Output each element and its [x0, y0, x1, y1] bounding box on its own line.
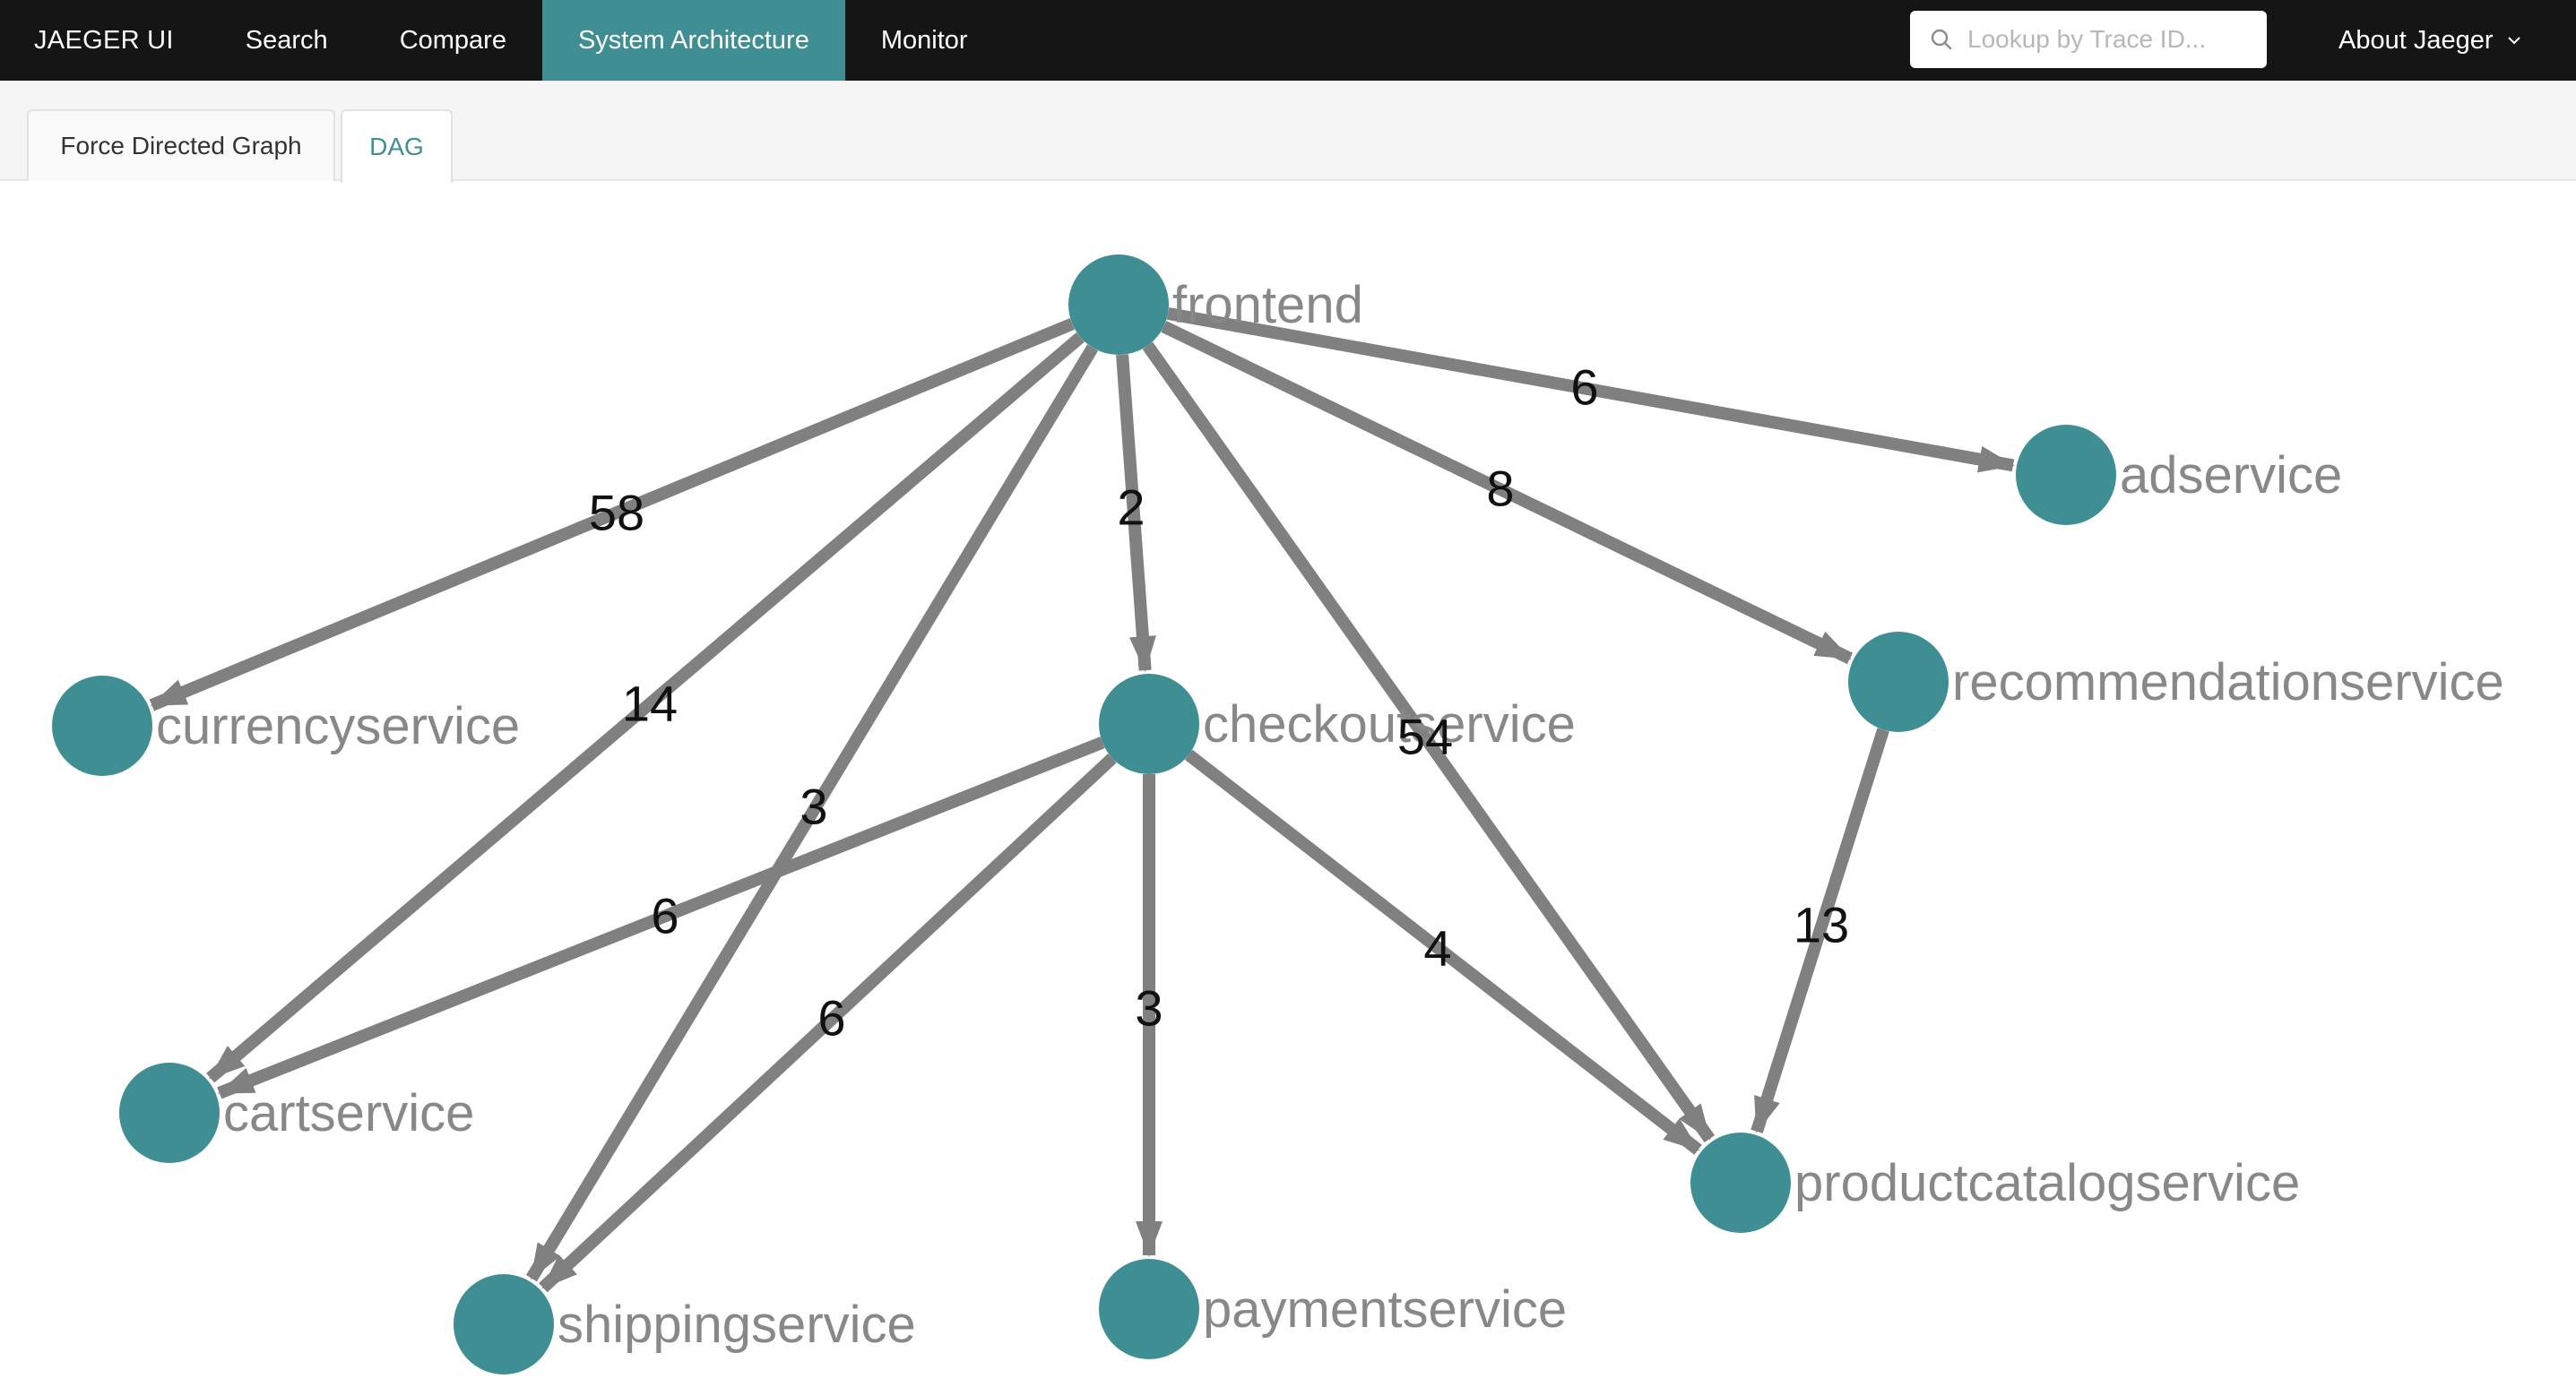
- edge-label-frontend-to-currencyservice: 58: [589, 485, 644, 541]
- node-currencyservice[interactable]: [52, 676, 152, 776]
- node-label-recommendationservice: recommendationservice: [1952, 653, 2504, 711]
- node-paymentservice[interactable]: [1099, 1259, 1199, 1359]
- nav-monitor-link[interactable]: Monitor: [880, 25, 968, 55]
- edge-recommendationservice-to-productcatalogservice[interactable]: [1750, 728, 1889, 1133]
- edge-label-frontend-to-checkoutservice: 2: [1117, 479, 1145, 536]
- node-label-checkoutservice: checkoutservice: [1203, 695, 1576, 754]
- trace-id-lookup[interactable]: [1910, 11, 2267, 68]
- edge-frontend-to-recommendationservice[interactable]: [1161, 321, 1854, 665]
- node-label-currencyservice: currencyservice: [156, 697, 520, 755]
- edge-label-frontend-to-cartservice: 14: [622, 676, 678, 732]
- edge-frontend-to-productcatalogservice[interactable]: [1142, 341, 1716, 1143]
- node-label-adservice: adservice: [2120, 446, 2342, 504]
- node-productcatalogservice[interactable]: [1690, 1133, 1791, 1233]
- edge-label-recommendationservice-to-productcatalogservice: 13: [1794, 897, 1849, 953]
- about-jaeger-label: About Jaeger: [2338, 25, 2494, 55]
- node-label-productcatalogservice: productcatalogservice: [1794, 1154, 2300, 1212]
- edge-label-checkoutservice-to-paymentservice: 3: [1135, 980, 1163, 1037]
- edge-label-frontend-to-productcatalogservice: 54: [1397, 709, 1453, 765]
- node-cartservice[interactable]: [119, 1063, 220, 1163]
- nav-search-link[interactable]: Search: [245, 25, 328, 55]
- node-adservice[interactable]: [2016, 425, 2116, 525]
- edge-label-checkoutservice-to-shippingservice: 6: [817, 990, 845, 1047]
- edge-label-frontend-to-adservice: 6: [1570, 359, 1598, 416]
- search-icon: [1931, 29, 1952, 50]
- node-frontend[interactable]: [1068, 254, 1169, 355]
- node-checkoutservice[interactable]: [1099, 674, 1199, 774]
- edge-checkoutservice-to-shippingservice[interactable]: [539, 754, 1117, 1293]
- node-label-frontend: frontend: [1172, 276, 1363, 334]
- trace-id-input[interactable]: [1966, 24, 2256, 55]
- edge-frontend-to-cartservice[interactable]: [206, 332, 1085, 1083]
- node-label-paymentservice: paymentservice: [1203, 1280, 1567, 1339]
- node-label-cartservice: cartservice: [223, 1084, 474, 1142]
- node-recommendationservice[interactable]: [1848, 632, 1949, 732]
- about-jaeger-menu[interactable]: About Jaeger: [2338, 0, 2522, 81]
- graph-view-tabs: Force Directed Graph DAG: [0, 81, 2576, 183]
- nav-system-architecture-link[interactable]: System Architecture: [541, 0, 845, 81]
- node-label-shippingservice: shippingservice: [558, 1296, 916, 1354]
- edge-frontend-to-adservice[interactable]: [1166, 307, 2015, 473]
- jaeger-ui-brand-link[interactable]: JAEGER UI: [34, 25, 174, 55]
- nav-compare-link[interactable]: Compare: [399, 25, 506, 55]
- edge-checkoutservice-to-productcatalogservice[interactable]: [1184, 749, 1702, 1155]
- edge-label-frontend-to-shippingservice: 3: [800, 779, 827, 835]
- node-shippingservice[interactable]: [454, 1274, 554, 1374]
- tab-dag[interactable]: DAG: [341, 109, 453, 183]
- edge-checkoutservice-to-cartservice[interactable]: [217, 737, 1105, 1099]
- chevron-down-icon: [2507, 37, 2520, 45]
- edge-frontend-to-shippingservice[interactable]: [525, 344, 1099, 1282]
- edge-label-checkoutservice-to-productcatalogservice: 4: [1423, 920, 1451, 977]
- edge-label-checkoutservice-to-cartservice: 6: [651, 888, 679, 944]
- edge-frontend-to-currencyservice[interactable]: [149, 317, 1075, 711]
- edge-frontend-to-checkoutservice[interactable]: [1116, 354, 1156, 673]
- edge-label-frontend-to-recommendationservice: 8: [1486, 461, 1514, 517]
- tab-force-directed-graph[interactable]: Force Directed Graph: [27, 109, 335, 181]
